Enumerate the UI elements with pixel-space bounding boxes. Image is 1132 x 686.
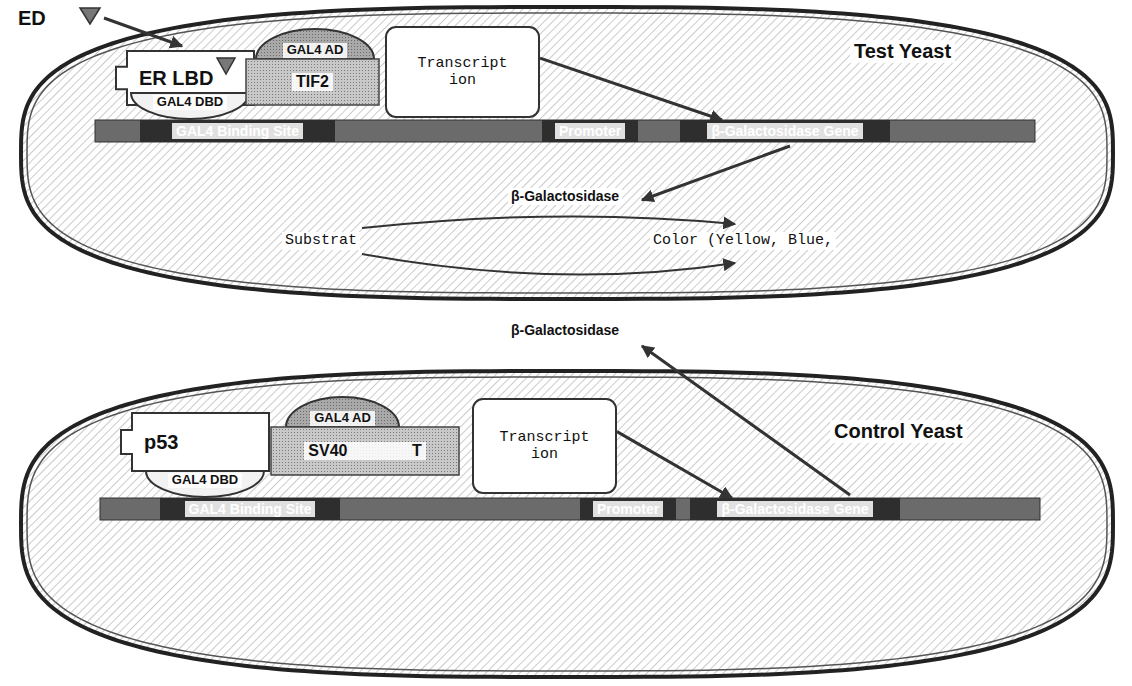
cell-membrane	[27, 13, 1107, 293]
ligand-label: ED	[18, 6, 46, 30]
dna-segment: Promoter	[580, 498, 676, 520]
domain-box: p53	[120, 412, 270, 472]
node-text: Transcript ion	[411, 55, 515, 90]
ligand-symbol	[217, 58, 235, 74]
process-box: Transcript ion	[472, 398, 617, 494]
shape-group	[256, 29, 374, 59]
dna-segment: β-Galactosidase Gene	[680, 120, 890, 142]
process-shape	[386, 27, 539, 117]
cell-membrane	[27, 377, 1107, 671]
node-text: Transcript ion	[493, 429, 597, 464]
node-text: Test Yeast	[850, 40, 955, 63]
enzyme-label: β-Galactosidase	[508, 322, 622, 339]
dna-segment: β-Galactosidase Gene	[690, 498, 900, 520]
node-text: GAL4 DBD	[153, 95, 227, 110]
domain-shape	[256, 29, 374, 59]
shape-group	[271, 427, 459, 475]
protein-shape	[271, 427, 459, 475]
dna-band	[95, 120, 1035, 142]
dna-segment: GAL4 Binding Site	[160, 498, 340, 520]
shape-group	[131, 93, 249, 119]
substrate-label: Substrat	[282, 232, 360, 250]
shape-group	[473, 399, 616, 493]
shape-group	[140, 120, 335, 142]
node-text: TIF2	[292, 73, 333, 91]
cell-membrane	[21, 7, 1113, 299]
cell-outline: Test Yeast ER LBD GAL4 DBD GAL4 AD TIF2 Trans…	[18, 4, 1116, 302]
node-text: Promoter	[593, 501, 663, 517]
process-box: Transcript ion	[385, 26, 540, 118]
domain-shape	[286, 397, 399, 427]
process-shape	[473, 399, 616, 493]
node-text: ER LBD	[135, 67, 217, 90]
dna-segment-shape	[580, 498, 676, 520]
node-text: β-Galactosidase Gene	[707, 123, 862, 139]
shape-group	[246, 59, 379, 105]
shape-group	[121, 413, 269, 471]
node-text: p53	[140, 431, 182, 454]
shape-group	[542, 120, 638, 142]
dna-band	[100, 498, 1040, 520]
dna-segment: Promoter	[542, 120, 638, 142]
shape-group	[286, 397, 399, 427]
shape-group	[386, 27, 539, 117]
cell-outline: Control Yeast p53GAL4 DBD GAL4 AD SV40 T Tra…	[18, 368, 1116, 680]
node-text: β-Galactosidase Gene	[717, 501, 872, 517]
domain-shape	[121, 413, 269, 471]
domain-shape	[131, 93, 249, 119]
domain-shape	[146, 471, 264, 497]
domain-box: GAL4 AD	[255, 28, 375, 60]
cell-membrane	[21, 371, 1113, 677]
product-label: Color (Yellow, Blue,	[650, 232, 836, 250]
node-text: SV40 T	[304, 442, 425, 460]
enzyme-label: β-Galactosidase	[508, 188, 622, 205]
node-text: Promoter	[555, 123, 625, 139]
domain-box: GAL4 DBD	[130, 92, 250, 120]
node-text: GAL4 AD	[310, 411, 375, 426]
ligand-symbol	[80, 8, 100, 24]
node-text: GAL4 AD	[283, 43, 348, 58]
shape-group	[146, 471, 264, 497]
shape-group	[21, 371, 1113, 677]
node-text: GAL4 Binding Site	[185, 501, 316, 517]
shape-group	[690, 498, 900, 520]
dna-segment-shape	[690, 498, 900, 520]
node-text: Control Yeast	[830, 420, 967, 443]
protein-box: SV40 T	[270, 426, 460, 476]
node-text: GAL4 DBD	[168, 473, 242, 488]
dna-segment-shape	[160, 498, 340, 520]
shape-group	[580, 498, 676, 520]
node-text: GAL4 Binding Site	[172, 123, 303, 139]
shape-group	[160, 498, 340, 520]
protein-shape	[246, 59, 379, 105]
dna-segment: GAL4 Binding Site	[140, 120, 335, 142]
dna-segment-shape	[140, 120, 335, 142]
protein-box: TIF2	[245, 58, 380, 106]
shape-group	[21, 7, 1113, 299]
domain-box: GAL4 AD	[285, 396, 400, 428]
domain-box: GAL4 DBD	[145, 470, 265, 498]
shape-group	[680, 120, 890, 142]
dna-segment-shape	[680, 120, 890, 142]
dna-segment-shape	[542, 120, 638, 142]
